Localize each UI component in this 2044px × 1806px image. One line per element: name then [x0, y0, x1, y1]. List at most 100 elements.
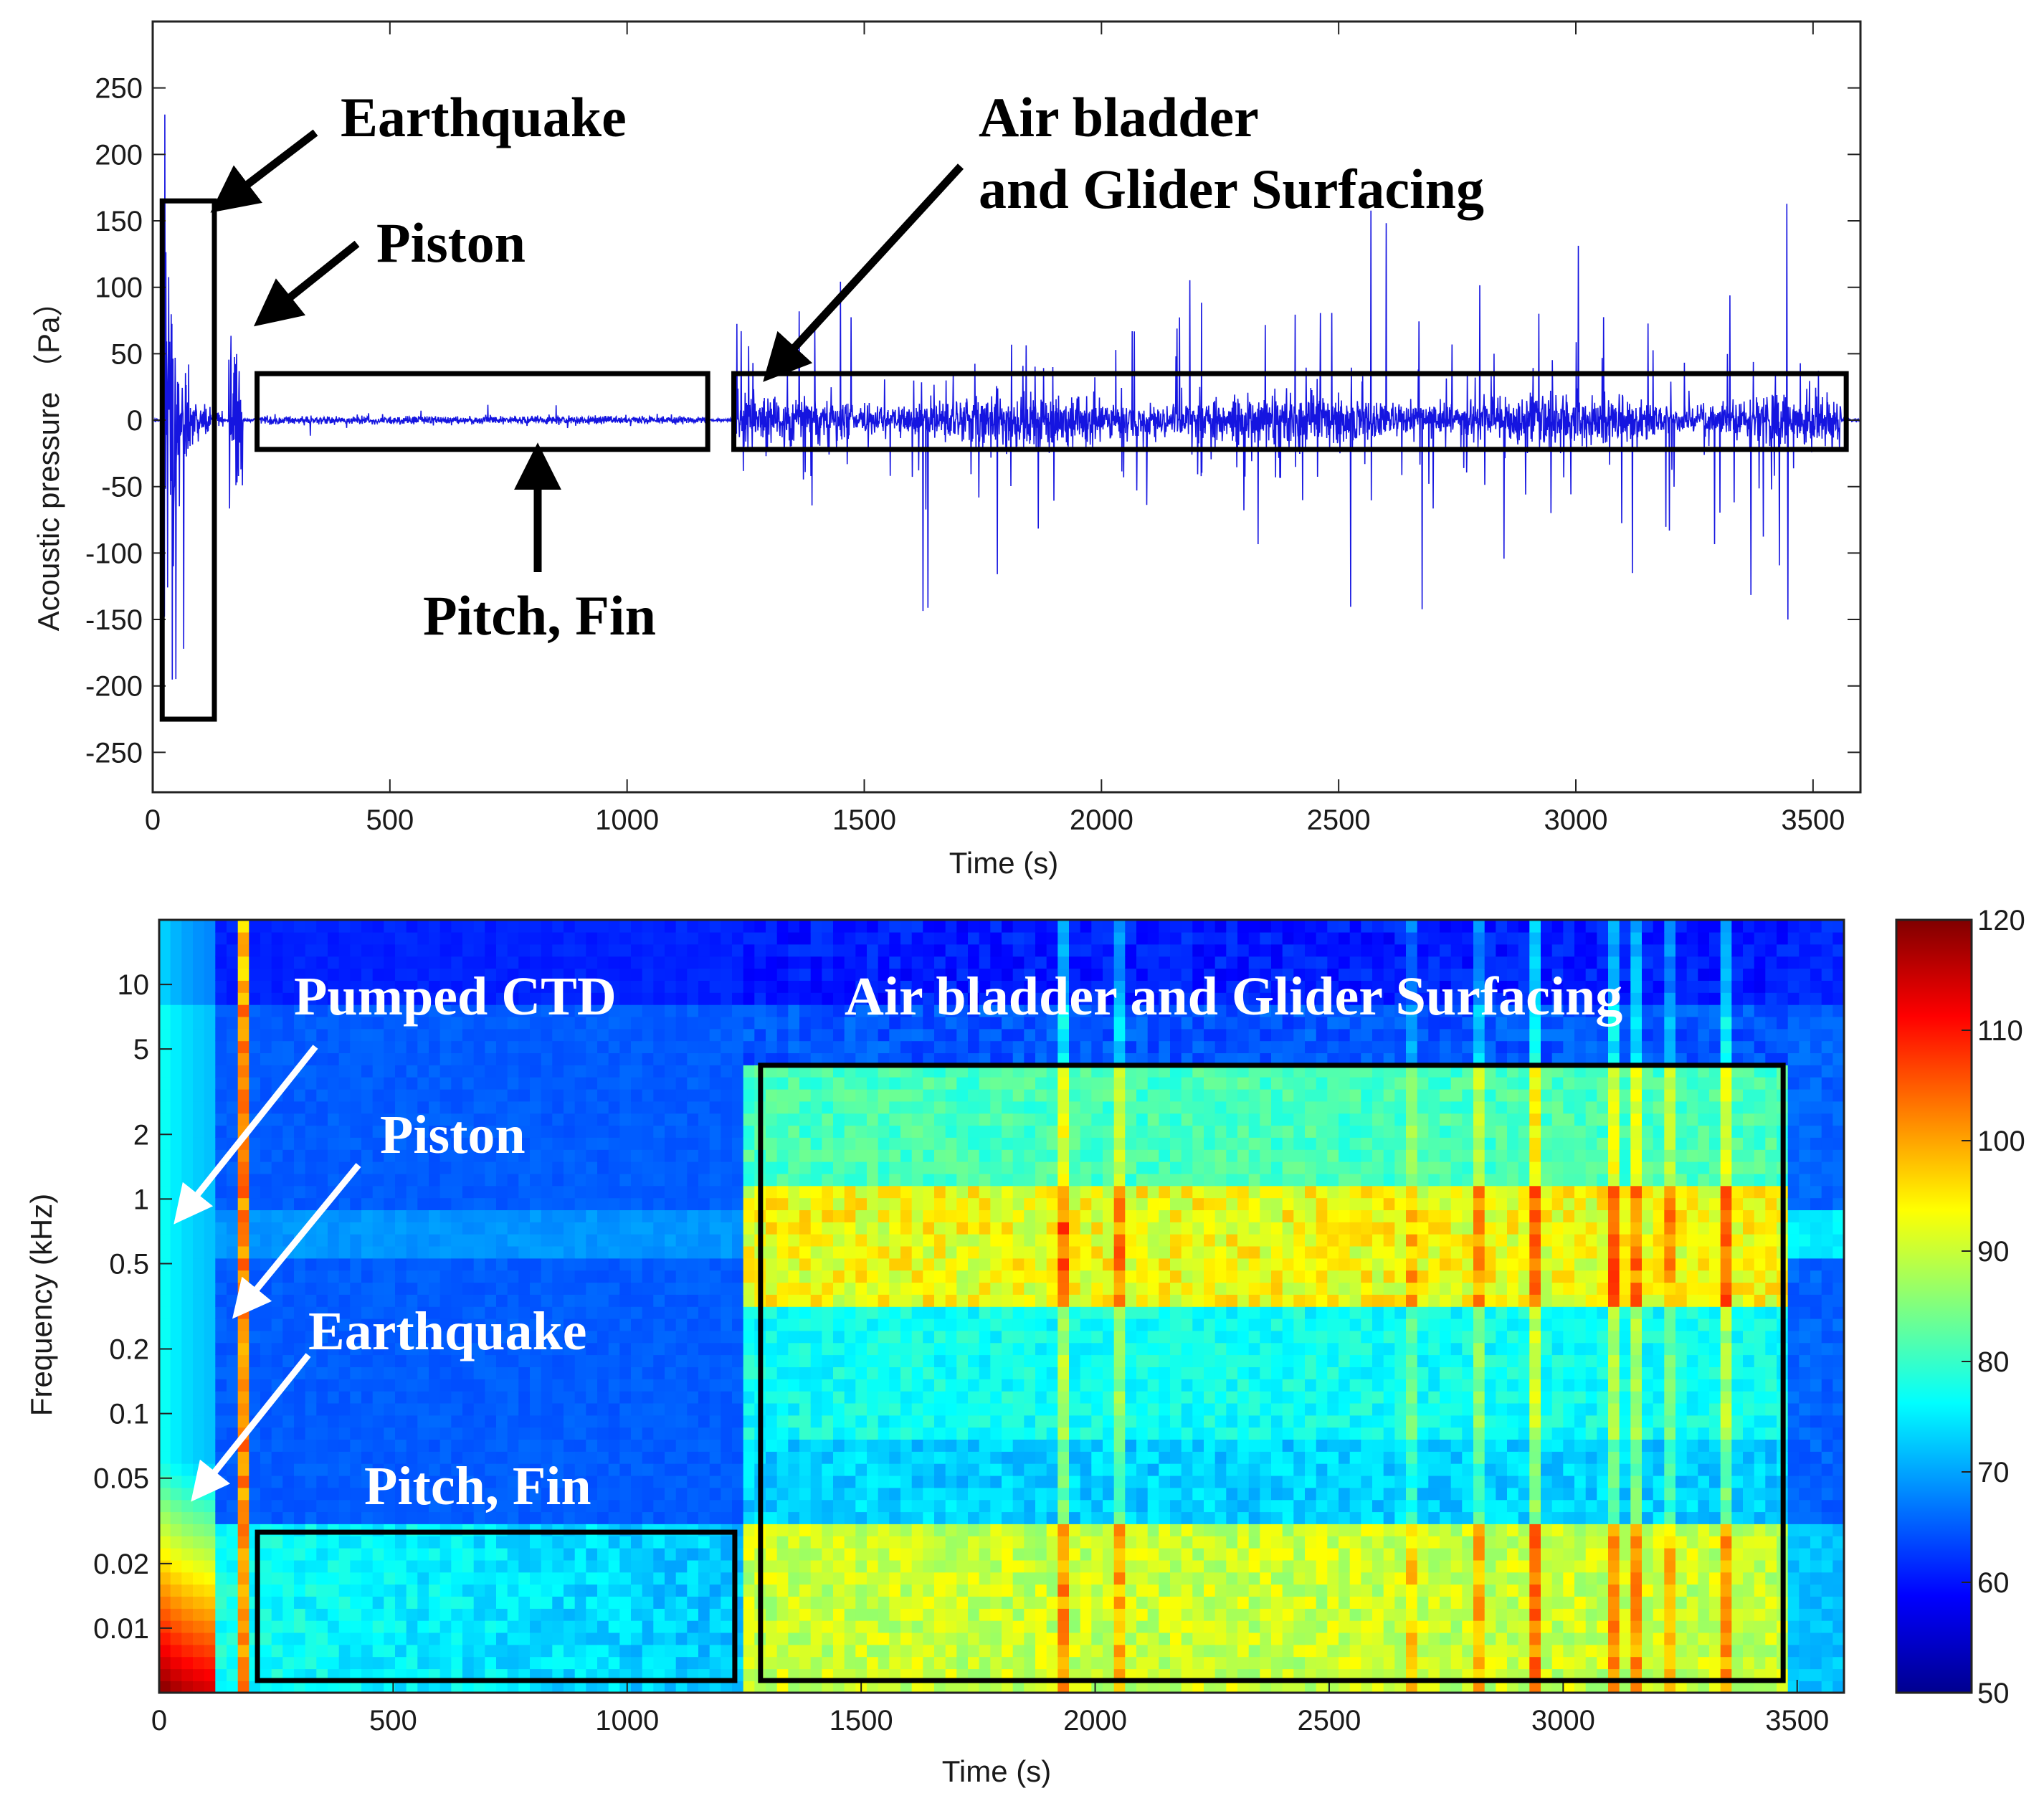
spectrogram-cell — [990, 1379, 1002, 1392]
spectrogram-cell — [215, 1052, 227, 1065]
spectrogram-cell — [181, 1306, 194, 1319]
spectrogram-cell — [788, 1185, 800, 1199]
spectrogram-cell — [305, 1584, 318, 1597]
spectrogram-cell — [597, 1499, 609, 1513]
spectrogram-cell — [619, 1125, 632, 1138]
spectrogram-cell — [979, 920, 992, 933]
spectrogram-cell — [586, 1499, 598, 1513]
spectrogram-cell — [675, 1415, 688, 1428]
spectrogram-cell — [181, 1656, 194, 1670]
spectrogram-cell — [429, 1451, 441, 1464]
spectrogram-cell — [732, 1439, 744, 1452]
spectrogram-cell — [439, 1318, 452, 1331]
spectrogram-cell — [451, 1415, 463, 1428]
spectrogram-cell — [496, 1173, 508, 1187]
spectrogram-cell — [451, 1294, 463, 1307]
spectrogram-cell — [675, 992, 688, 1005]
spectrogram-cell — [406, 1040, 419, 1053]
spectrogram-cell — [574, 931, 587, 945]
spectrogram-cell — [451, 1088, 463, 1102]
spectrogram-cell — [170, 1559, 183, 1573]
spectrogram-cell — [810, 1524, 823, 1536]
spectrogram-cell — [665, 1463, 677, 1476]
spectrogram-cell — [990, 1584, 1002, 1597]
spectrogram-cell — [608, 1536, 621, 1549]
spectrogram-cell — [282, 1318, 295, 1331]
spectrogram-cell — [833, 1222, 845, 1235]
spectrogram-cell — [956, 1644, 969, 1658]
spectrogram-cell — [159, 1681, 171, 1693]
spectrogram-cell — [709, 1065, 722, 1078]
spectrogram-cell — [586, 1547, 598, 1561]
spectrogram-cell — [294, 1004, 306, 1017]
spectrogram-cell — [608, 1330, 621, 1344]
spectrogram-cell — [675, 980, 688, 993]
spectrogram-cell — [1012, 1439, 1025, 1452]
spectrogram-cell — [271, 1028, 284, 1042]
spectrogram-cell — [462, 968, 475, 981]
spectrogram-cell — [170, 1584, 183, 1597]
spectrogram-cell — [642, 1185, 655, 1199]
spectrogram-cell — [417, 931, 429, 945]
spectrogram-cell — [406, 1197, 419, 1210]
spectrogram-cell — [619, 1572, 632, 1585]
spectrogram-cell — [237, 1681, 250, 1693]
spectrogram-cell — [227, 1270, 239, 1283]
spectrogram-cell — [439, 1294, 452, 1307]
spectrogram-cell — [586, 1149, 598, 1162]
spectrogram-cell — [338, 1222, 351, 1235]
spectrogram-cell — [855, 1536, 867, 1549]
spectrogram-cell — [564, 1270, 576, 1283]
spectrogram-cell — [249, 1451, 261, 1464]
spectrogram-cell — [810, 1367, 823, 1379]
spectrogram-cell — [181, 1536, 194, 1549]
spectrogram-cell — [698, 1245, 710, 1259]
spectrogram-cell — [597, 1463, 609, 1476]
spectrogram-cell — [889, 1536, 901, 1549]
spectrogram-cell — [328, 1222, 340, 1235]
spectrogram-cell — [485, 1463, 497, 1476]
spectrogram-cell — [417, 1282, 429, 1295]
spectrogram-cell — [328, 1390, 340, 1404]
spectrogram-cell — [417, 1318, 429, 1331]
spectrogram-cell — [439, 1536, 452, 1549]
spectrogram-cell — [990, 1318, 1002, 1331]
spectrogram-cell — [406, 931, 419, 945]
spectrogram-cell — [338, 1065, 351, 1078]
spectrogram-cell — [361, 1547, 374, 1561]
spectrogram-cell — [709, 1004, 722, 1017]
spectrogram-cell — [945, 1536, 958, 1549]
spectrogram-cell — [316, 1258, 328, 1271]
spectrogram-cell — [889, 1499, 901, 1513]
spectrogram-cell — [395, 1342, 407, 1356]
spectrogram-cell — [631, 1427, 643, 1440]
spectrogram-cell — [968, 1233, 980, 1247]
spectrogram-cell — [911, 944, 924, 957]
spectrogram-cell — [968, 944, 980, 957]
spectrogram-cell — [878, 1379, 890, 1392]
spectrogram-cell — [721, 1088, 733, 1102]
spectrogram-cell — [316, 1379, 328, 1392]
spectrogram-cell — [485, 1233, 497, 1247]
spectrogram-cell — [608, 1644, 621, 1658]
spectrogram-cell — [305, 1427, 318, 1440]
spectrogram-cell — [473, 1379, 486, 1392]
spectrogram-cell — [945, 1306, 958, 1319]
spectrogram-cell — [979, 1596, 992, 1609]
spectrogram-cell — [889, 1222, 901, 1235]
spectrogram-cell — [653, 1656, 665, 1670]
spectrogram-cell — [766, 1173, 778, 1187]
spectrogram-cell — [417, 1065, 429, 1078]
spectrogram-cell — [878, 1584, 890, 1597]
spectrogram-cell — [350, 1149, 362, 1162]
spectrogram-cell — [473, 1137, 486, 1150]
spectrogram-cell — [294, 1258, 306, 1271]
spectrogram-cell — [294, 1439, 306, 1452]
spectrogram-cell — [350, 1644, 362, 1658]
spectrogram-cell — [328, 1137, 340, 1150]
spectrogram-cell — [968, 1608, 980, 1621]
spectrogram-cell — [328, 1451, 340, 1464]
spectrogram-cell — [552, 1330, 564, 1344]
spectrogram-cell — [776, 1004, 789, 1017]
spectrogram-cell — [911, 1511, 924, 1524]
